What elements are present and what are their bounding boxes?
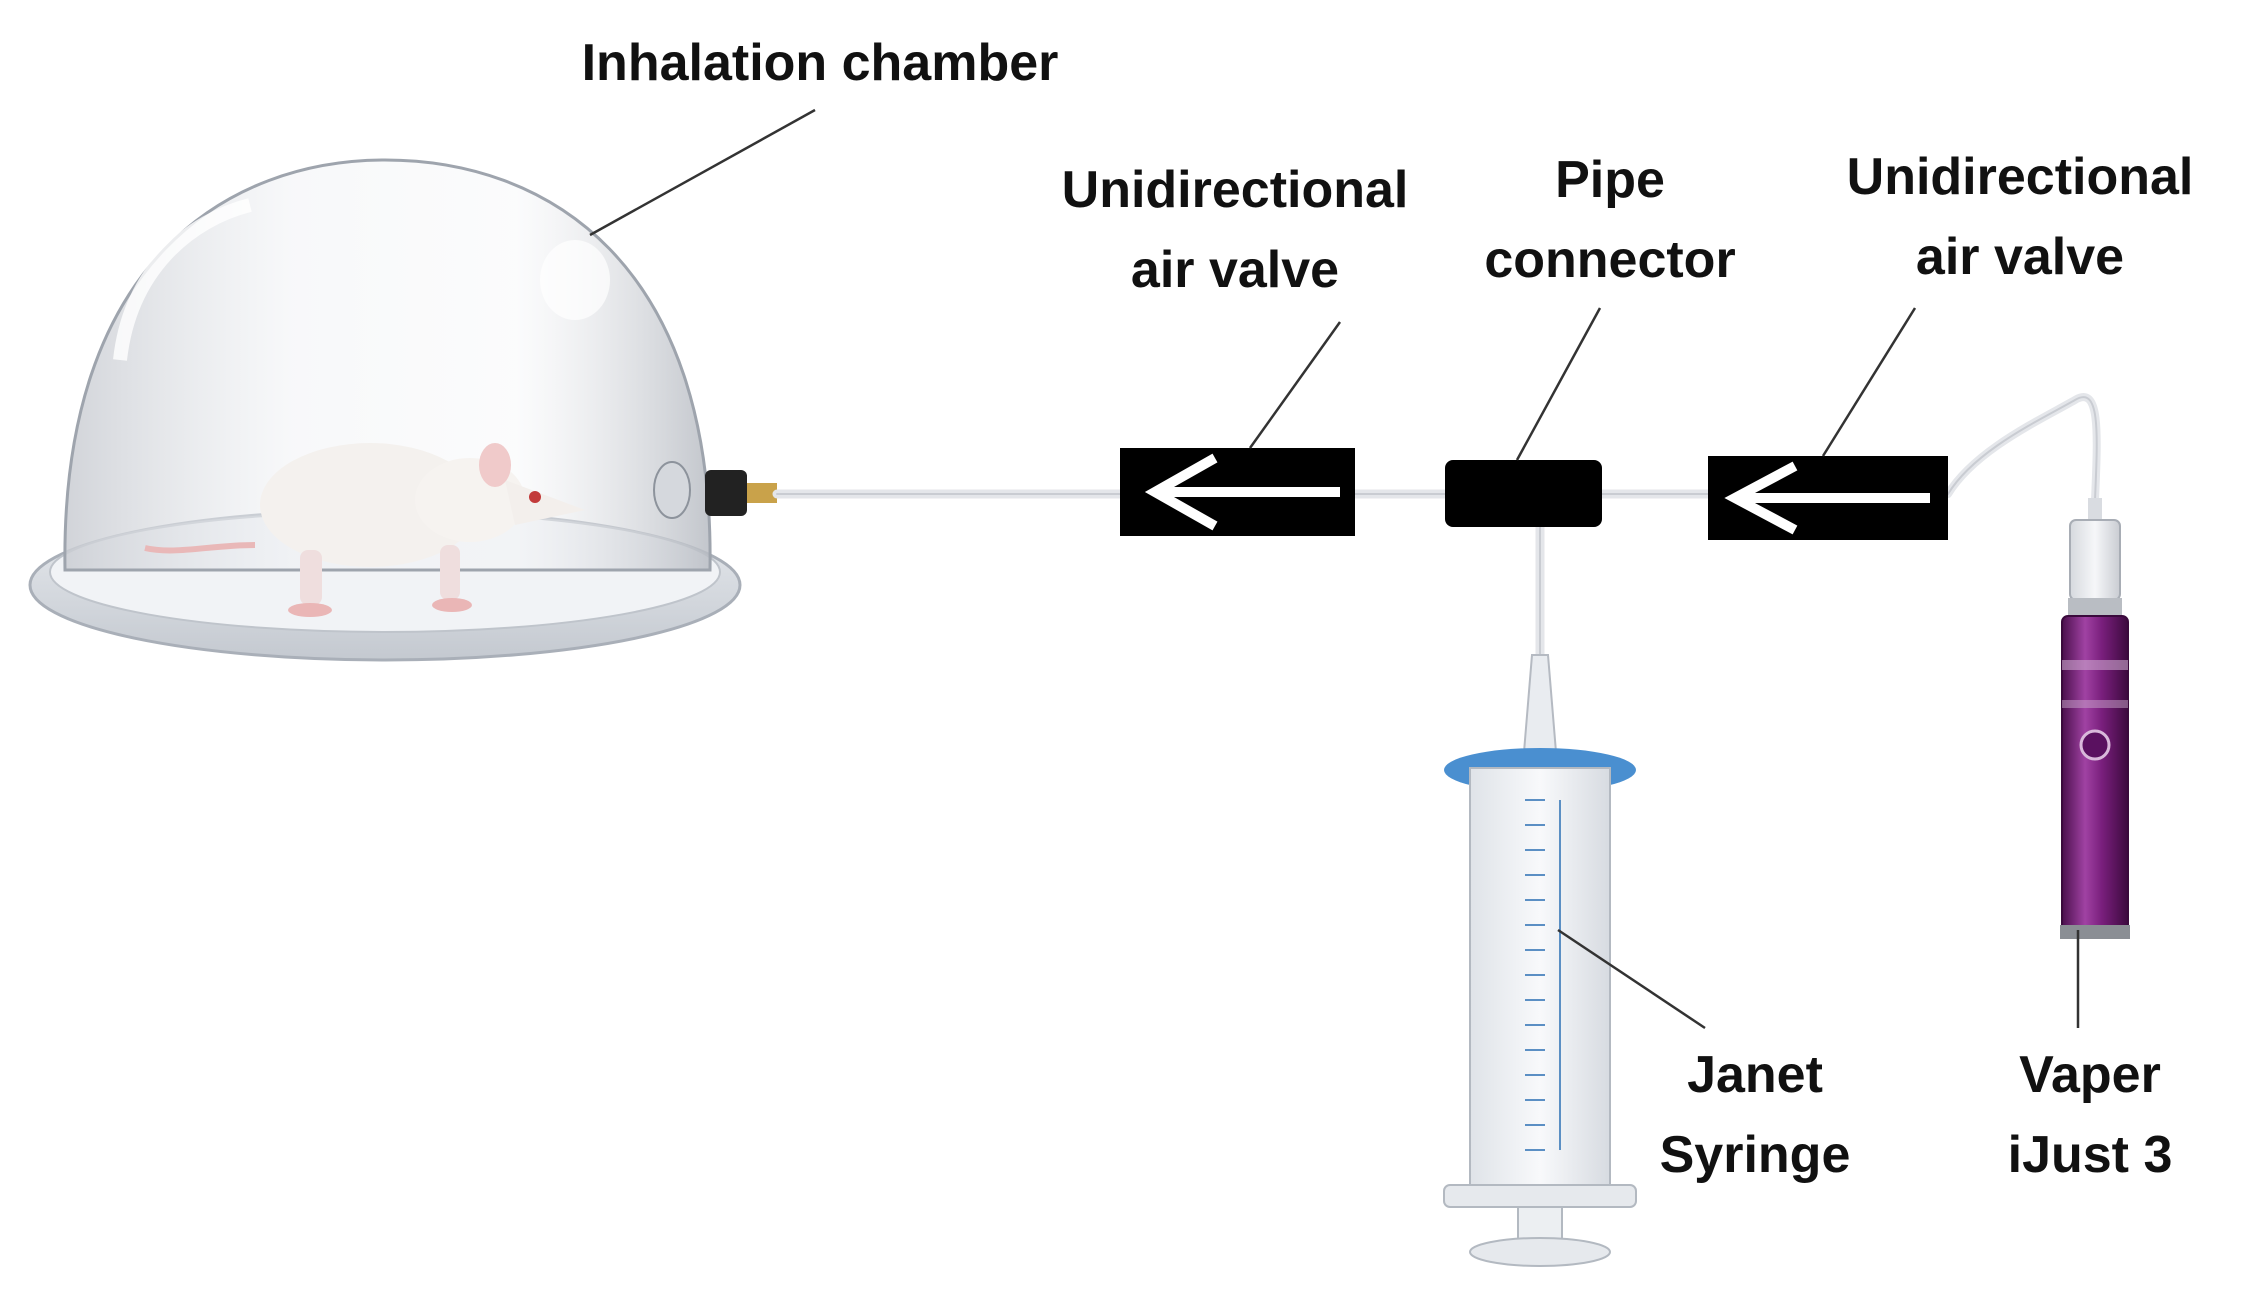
label-valve-right: Unidirectional air valve bbox=[1800, 137, 2240, 297]
label-pipe-connector: Pipe connector bbox=[1440, 140, 1780, 300]
label-syringe-line1: Janet bbox=[1687, 1046, 1823, 1104]
label-valve-left-line2: air valve bbox=[1130, 241, 1340, 299]
label-pipe-connector-line2: connector bbox=[1484, 231, 1736, 289]
label-inhalation-chamber-text: Inhalation chamber bbox=[581, 34, 1059, 92]
label-syringe-line2: Syringe bbox=[1659, 1126, 1851, 1184]
valve-left-icon bbox=[1120, 448, 1355, 536]
label-inhalation-chamber: Inhalation chamber bbox=[520, 23, 1120, 103]
label-valve-left-line1: Unidirectional bbox=[1061, 161, 1409, 219]
label-valve-right-line2: air valve bbox=[1915, 228, 2125, 286]
pipe-connector-icon bbox=[1445, 460, 1602, 527]
label-valve-left: Unidirectional air valve bbox=[1015, 150, 1455, 310]
rat-icon bbox=[144, 443, 585, 617]
leader-lines bbox=[589, 108, 2080, 1030]
label-vaper-line1: Vaper bbox=[2019, 1046, 2161, 1104]
syringe-icon bbox=[1443, 654, 1637, 1267]
tubing bbox=[772, 393, 2101, 660]
label-vaper: Vaper iJust 3 bbox=[1950, 1035, 2230, 1195]
label-valve-right-line1: Unidirectional bbox=[1846, 148, 2194, 206]
label-vaper-line2: iJust 3 bbox=[2007, 1126, 2173, 1184]
label-pipe-connector-line1: Pipe bbox=[1555, 151, 1665, 209]
vaper-icon bbox=[2060, 498, 2130, 939]
inhalation-chamber-icon bbox=[28, 158, 777, 662]
valve-right-icon bbox=[1708, 456, 1948, 540]
label-syringe: Janet Syringe bbox=[1590, 1035, 1920, 1195]
